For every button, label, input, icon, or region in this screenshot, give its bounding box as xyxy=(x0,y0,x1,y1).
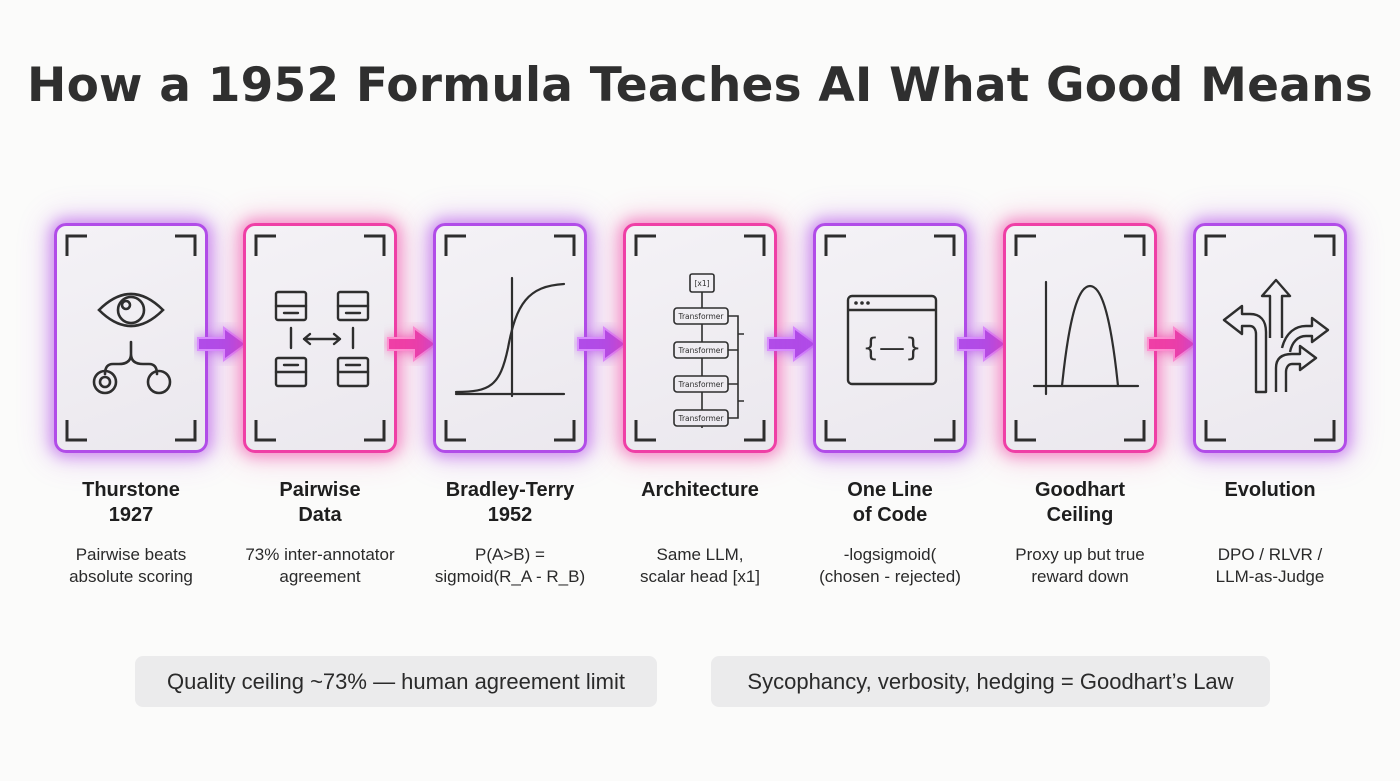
step-desc: DPO / RLVR /LLM-as-Judge xyxy=(1215,545,1325,586)
corner-brackets xyxy=(1014,234,1146,442)
transformer-block-label: Transformer xyxy=(677,380,724,389)
note-quality-ceiling: Quality ceiling ~73% — human agreement l… xyxy=(135,656,657,707)
corner-brackets xyxy=(824,234,956,442)
step-card-one-line-of-code: {—} xyxy=(813,223,967,453)
step-desc: Same LLM,scalar head [x1] xyxy=(639,545,760,586)
diverging-arrows-icon xyxy=(1222,278,1330,394)
note-goodhart-law: Sycophancy, verbosity, hedging = Goodhar… xyxy=(711,656,1270,707)
step-card-thurstone xyxy=(54,223,208,453)
flow-arrow-icon xyxy=(577,326,628,362)
corner-brackets xyxy=(444,234,576,442)
flow-arrow-icon xyxy=(957,326,1008,362)
parabola-icon xyxy=(1032,280,1140,396)
step-card-evolution xyxy=(1193,223,1347,453)
step-card-architecture: [x1] Transformer Transformer Transformer… xyxy=(623,223,777,453)
step-card-bradley-terry xyxy=(433,223,587,453)
code-window-icon: {—} xyxy=(846,294,938,386)
sigmoid-curve-icon xyxy=(454,276,566,398)
step-desc: P(A>B) =sigmoid(R_A - R_B) xyxy=(434,545,586,586)
transformer-block-label: Transformer xyxy=(677,312,724,321)
flow-arrow-icon xyxy=(767,326,818,362)
code-braces-text: {—} xyxy=(862,333,921,363)
corner-brackets xyxy=(1204,234,1336,442)
step-label: Architecture xyxy=(641,479,759,501)
flow-arrow-icon xyxy=(387,326,438,362)
transformer-block-label: Transformer xyxy=(677,414,724,423)
flow-arrow-icon xyxy=(197,326,248,362)
step-card-goodhart-ceiling xyxy=(1003,223,1157,453)
page-title: How a 1952 Formula Teaches AI What Good … xyxy=(27,58,1373,113)
transformer-stack-icon: [x1] Transformer Transformer Transformer… xyxy=(673,273,744,428)
eye-branch-icon xyxy=(92,292,172,395)
step-label: Evolution xyxy=(1224,479,1316,501)
pairwise-compare-icon xyxy=(274,290,370,388)
step-desc: -logsigmoid((chosen - rejected) xyxy=(819,545,961,586)
scalar-head-label: [x1] xyxy=(694,279,709,288)
flow-arrow-icon xyxy=(1147,326,1198,362)
step-card-pairwise-data xyxy=(243,223,397,453)
corner-brackets xyxy=(254,234,386,442)
corner-brackets xyxy=(65,234,197,442)
corner-brackets xyxy=(634,234,766,442)
transformer-block-label: Transformer xyxy=(677,346,724,355)
